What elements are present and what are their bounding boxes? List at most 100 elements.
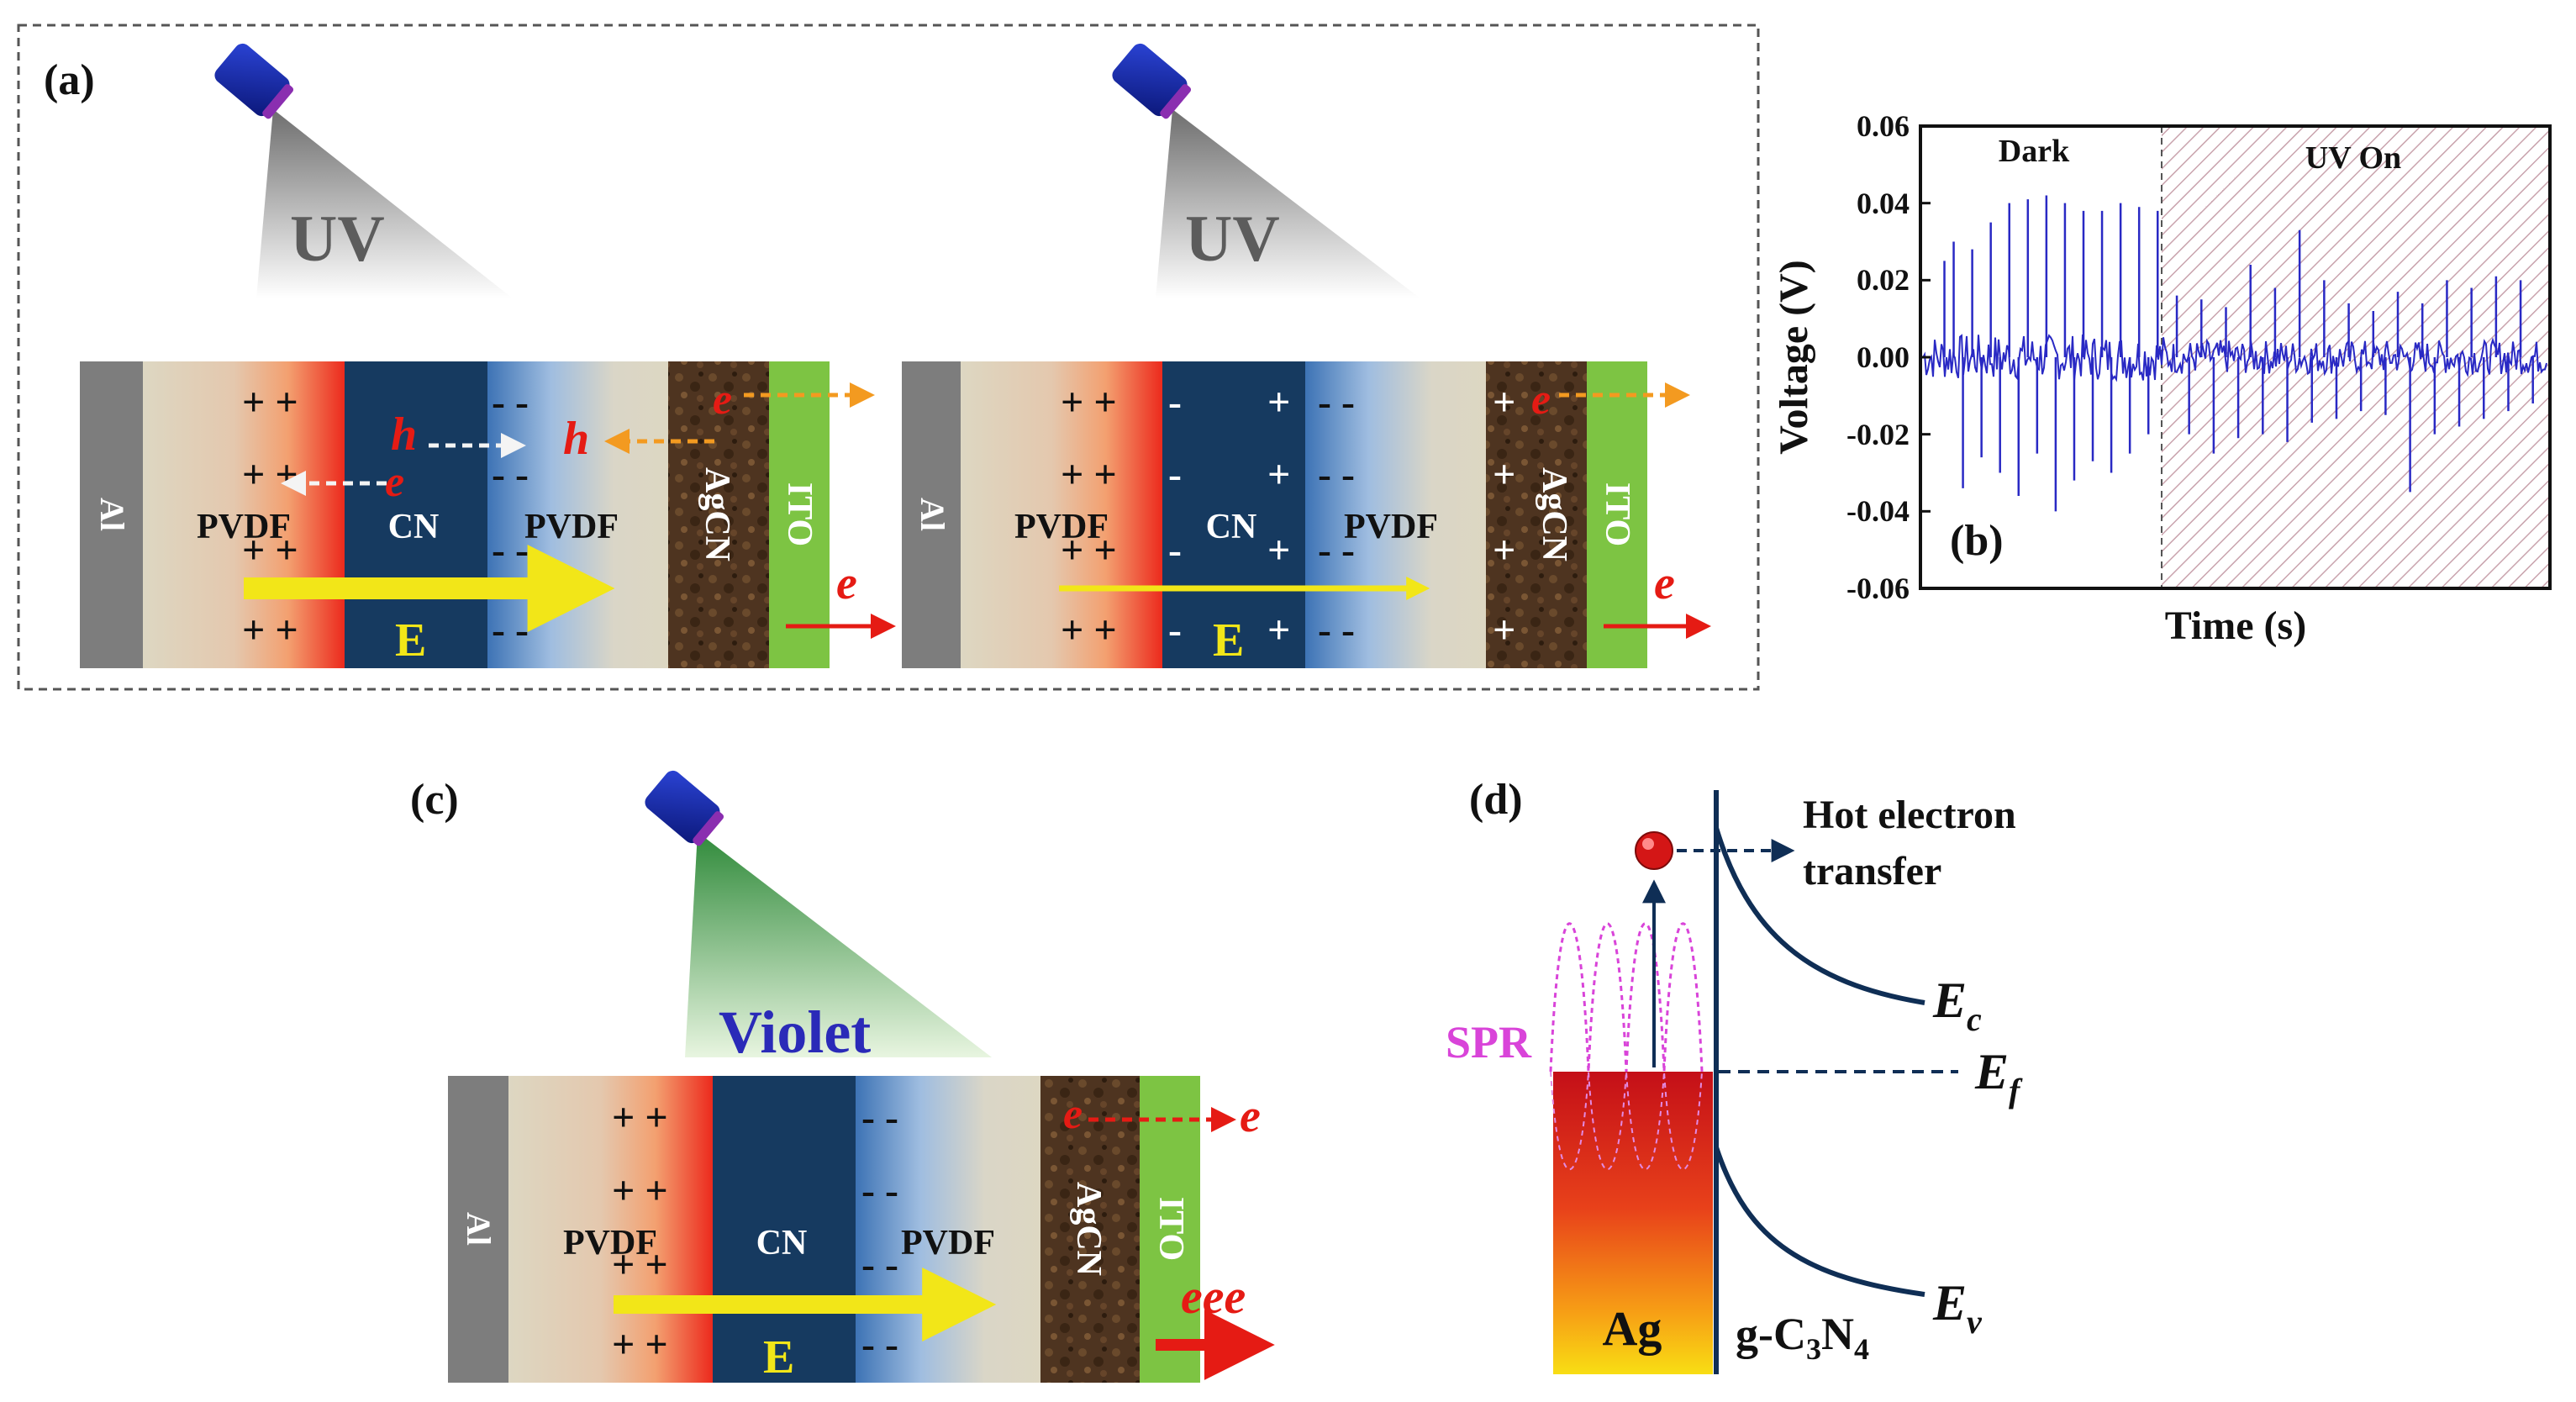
pvdf-label: PVDF (1344, 508, 1438, 546)
hot-electron (1635, 831, 1673, 870)
uv-text-left: UV (290, 202, 385, 275)
ag-label: Ag (1603, 1301, 1662, 1356)
plus-charge: + (1267, 528, 1290, 572)
pvdf-label: PVDF (901, 1224, 995, 1262)
plus-charge: + (1267, 608, 1290, 652)
plus-charges: + + (1061, 528, 1117, 572)
charges-c: + + + + + + + + - - - - - - - - (612, 1095, 898, 1367)
cn-label: CN (1206, 508, 1257, 546)
hot-electron-highlight (1642, 838, 1654, 850)
minus-charge: - (1168, 380, 1182, 424)
ito-label: ITO (1598, 482, 1636, 546)
e-field-label: E (395, 614, 426, 667)
spr-label: SPR (1446, 1017, 1532, 1067)
y-tick-label: -0.02 (1846, 418, 1910, 451)
agcn-label: AgCN (698, 467, 736, 561)
minus-charges: - - (861, 1242, 898, 1287)
device-a-right: Al PVDF CN PVDF AgCN ITO + + + + + + + +… (902, 361, 1711, 668)
electron-label: e (1063, 1090, 1083, 1138)
electron-label: e (385, 458, 404, 506)
minus-charges: - - (492, 528, 529, 572)
panel-d-label: (d) (1469, 776, 1523, 824)
plus-charges: + + (242, 380, 298, 424)
cn-label: CN (388, 508, 440, 546)
ev-label: Ev (1932, 1275, 1983, 1341)
minus-charges: - - (492, 380, 529, 424)
output-electron-label: e (836, 557, 857, 609)
g-c3n4-label: g-C3N4 (1736, 1309, 1869, 1366)
conduction-band (1714, 827, 1925, 1005)
plus-charge: + (1267, 380, 1290, 424)
e-field-label: E (1213, 614, 1244, 667)
plus-charges: + + (612, 1322, 668, 1367)
y-tick-label: 0.02 (1857, 263, 1910, 297)
output-eee-label: eee (1181, 1269, 1246, 1324)
panel-a-label: (a) (44, 56, 95, 104)
panel-c: (c) Violet Al PVDF CN PVDF AgCN ITO + + … (410, 770, 1275, 1384)
pvdf-label: PVDF (197, 508, 291, 546)
plus-charges: + + (242, 608, 298, 652)
plus-charges: + + (1061, 380, 1117, 424)
minus-charges: - - (861, 1322, 898, 1367)
violet-text: Violet (719, 999, 871, 1066)
uv-beam-right (1156, 109, 1420, 298)
cn-layer (345, 361, 487, 668)
plus-charges: + + (612, 1242, 668, 1287)
charges-left: + + + + + + + + - - - - - - - - (242, 380, 529, 652)
minus-charges: - - (492, 608, 529, 652)
region-label-uv-on: UV On (2305, 140, 2401, 176)
pvdf-label: PVDF (524, 508, 619, 546)
voltage-noise-band (1922, 334, 2547, 382)
uv-lamp-left: UV (214, 43, 513, 298)
minus-charges: - - (861, 1095, 898, 1140)
plus-charge: + (1493, 452, 1515, 497)
pvdf-left-layer (143, 361, 345, 668)
minus-charges: - - (1318, 608, 1355, 652)
al-label: Al (914, 498, 951, 531)
al-layer (902, 361, 961, 668)
ef-label: Ef (1974, 1044, 2023, 1109)
agcn-label: AgCN (1535, 467, 1573, 561)
electron-label: e (1531, 376, 1551, 424)
ec-label: Ec (1932, 972, 1982, 1038)
valence-band (1714, 1146, 1925, 1297)
spr-oscillation (1549, 922, 1704, 1073)
transfer-text: transfer (1803, 849, 1941, 893)
panel-a: (a) UV UV Al (17, 24, 1760, 691)
agcn-layer (668, 361, 769, 668)
uv-beam-left (256, 109, 513, 298)
plus-charge: + (1493, 528, 1515, 572)
panel-b-chart: 0.06 0.04 0.02 0.00 -0.02 -0.04 -0.06 Vo… (1772, 109, 2552, 648)
ito-label: ITO (1151, 1197, 1190, 1261)
pvdf-label: PVDF (563, 1224, 657, 1262)
voltage-trace (1922, 195, 2547, 512)
minus-charges: - - (861, 1168, 898, 1213)
ito-layer (1140, 1076, 1200, 1383)
minus-charges: - - (1318, 528, 1355, 572)
cn-layer (1162, 361, 1305, 668)
plus-charges: + + (612, 1095, 668, 1140)
panel-b-label: (b) (1950, 517, 2004, 565)
electron-out-label: e (1240, 1090, 1261, 1142)
ito-label: ITO (780, 482, 819, 546)
minus-charge: - (1168, 608, 1182, 652)
y-tick-label: -0.04 (1846, 494, 1910, 528)
al-label: Al (460, 1212, 498, 1246)
pvdf-label: PVDF (1014, 508, 1109, 546)
cn-layer (713, 1076, 856, 1383)
al-layer (80, 361, 143, 668)
plus-charges: + + (1061, 452, 1117, 497)
uv-lamp-right: UV (1112, 43, 1420, 298)
region-label-dark: Dark (1999, 134, 2070, 169)
pvdf-left-layer (961, 361, 1162, 668)
y-tick-label: 0.06 (1857, 109, 1910, 143)
panel-a-dashed-frame (17, 24, 1760, 691)
hole-label: h (391, 408, 417, 461)
agcn-layer (1486, 361, 1587, 668)
minus-charge: - (1168, 528, 1182, 572)
plus-charges: + + (612, 1168, 668, 1213)
x-axis-label: Time (s) (2165, 603, 2306, 648)
agcn-layer (1040, 1076, 1140, 1383)
pvdf-right-layer (1305, 361, 1486, 668)
